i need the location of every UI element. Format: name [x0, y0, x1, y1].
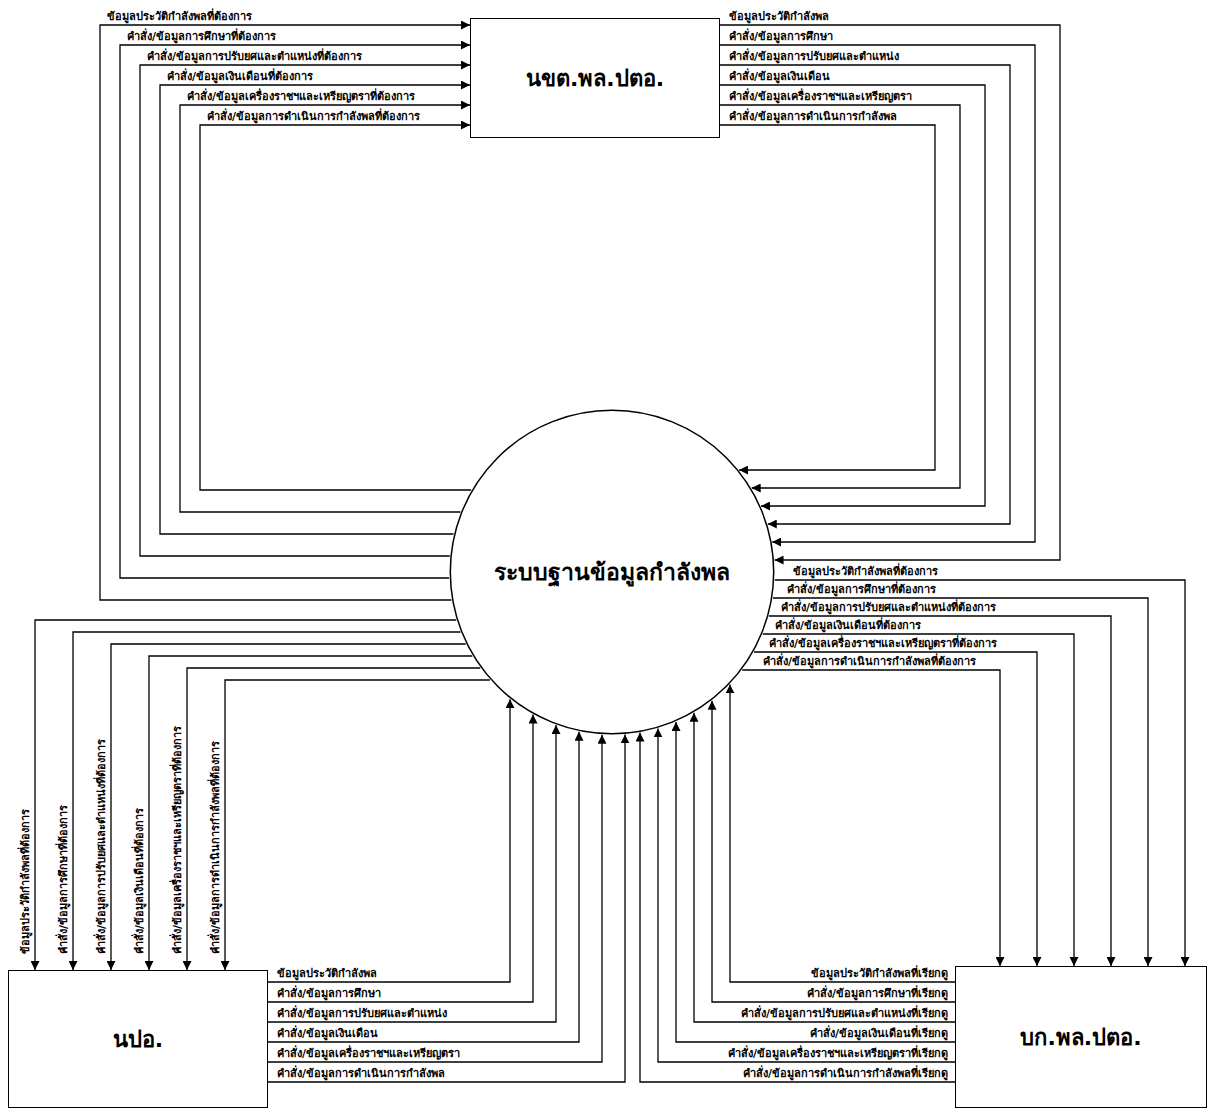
data-flow-arrow	[773, 598, 1148, 966]
flow-label: คำสั่ง/ข้อมูลการศึกษาที่ต้องการ	[786, 583, 937, 596]
flow-label: คำสั่ง/ข้อมูลการศึกษา	[276, 987, 382, 1000]
data-flow-arrow	[730, 684, 955, 982]
flow-label: คำสั่ง/ข้อมูลการศึกษาที่ต้องการ	[57, 804, 70, 955]
flow-label: ข้อมูลประวัติกำลังพล	[728, 10, 830, 23]
flow-label: คำสั่ง/ข้อมูลเงินเดือนที่ต้องการ	[133, 807, 146, 955]
data-flow-arrow	[658, 728, 955, 1062]
external-entity-box: นขต.พล.ปตอ.	[470, 18, 720, 138]
flow-label: คำสั่ง/ข้อมูลเงินเดือนที่ต้องการ	[166, 70, 314, 83]
data-flow-arrow	[720, 25, 1060, 560]
node-title: บก.พล.ปตอ.	[1020, 1020, 1141, 1055]
data-flow-arrow	[200, 125, 471, 490]
flow-label: ข้อมูลประวัติกำลังพลที่ต้องการ	[19, 808, 32, 955]
data-flow-arrow	[769, 616, 1111, 966]
flow-label: คำสั่ง/ข้อมูลการปรับยศและตำแหน่ง	[276, 1007, 448, 1020]
flow-label: คำสั่ง/ข้อมูลเครื่องราชฯและเหรียญตราที่เ…	[727, 1047, 949, 1060]
data-flow-arrow	[268, 725, 556, 1022]
data-flow-arrow	[720, 125, 935, 470]
data-flow-arrow	[763, 634, 1074, 966]
data-flow-arrow	[268, 735, 602, 1062]
flow-label: ข้อมูลประวัติกำลังพล	[276, 967, 378, 980]
flow-label: คำสั่ง/ข้อมูลการศึกษาที่ต้องการ	[126, 30, 277, 43]
flow-label: ข้อมูลประวัติกำลังพลที่ต้องการ	[792, 565, 939, 578]
flow-label: คำสั่ง/ข้อมูลเงินเดือนที่เรียกดู	[809, 1027, 949, 1040]
flow-label: คำสั่ง/ข้อมูลเงินเดือน	[276, 1027, 379, 1040]
external-entity-box: นปอ.	[8, 970, 268, 1108]
flow-label: คำสั่ง/ข้อมูลเงินเดือนที่ต้องการ	[774, 619, 922, 632]
data-flow-arrow	[720, 105, 960, 488]
node-title: นขต.พล.ปตอ.	[526, 61, 664, 96]
process-circle: ระบบฐานข้อมูลกำลังพล	[449, 409, 775, 735]
data-flow-arrow	[111, 644, 466, 970]
flow-label: คำสั่ง/ข้อมูลเครื่องราชฯและเหรียญตราที่ต…	[768, 637, 998, 650]
flow-label: คำสั่ง/ข้อมูลการดำเนินการกำลังพล	[728, 110, 898, 123]
flow-label: คำสั่ง/ข้อมูลเงินเดือน	[728, 70, 831, 83]
data-flow-arrow	[720, 65, 1010, 524]
flow-label: คำสั่ง/ข้อมูลเครื่องราชฯและเหรียญตรา	[276, 1047, 461, 1060]
flow-label: คำสั่ง/ข้อมูลการศึกษา	[728, 30, 834, 43]
flow-label: ข้อมูลประวัติกำลังพลที่ต้องการ	[106, 10, 253, 23]
flow-label: คำสั่ง/ข้อมูลการดำเนินการกำลังพล	[276, 1067, 446, 1080]
flow-label: คำสั่ง/ข้อมูลการปรับยศและตำแหน่ง	[728, 50, 900, 63]
data-flow-arrow	[225, 680, 490, 970]
data-flow-arrow	[640, 733, 955, 1082]
data-flow-arrow	[720, 85, 985, 506]
data-flow-arrow	[160, 85, 470, 534]
data-flow-arrow	[268, 699, 510, 982]
data-flow-arrow	[694, 713, 955, 1022]
flow-label: คำสั่ง/ข้อมูลเครื่องราชฯและเหรียญตรา	[728, 90, 913, 103]
external-entity-box: บก.พล.ปตอ.	[955, 966, 1207, 1108]
data-flow-arrow	[149, 656, 472, 970]
data-flow-arrow	[268, 715, 533, 1002]
flow-label: ข้อมูลประวัติกำลังพลที่เรียกดู	[810, 967, 949, 980]
circle-outline	[450, 410, 773, 733]
data-flow-arrow	[676, 722, 955, 1042]
data-flow-arrow	[100, 25, 470, 600]
data-flow-arrow	[268, 732, 579, 1042]
flow-label: คำสั่ง/ข้อมูลการปรับยศและตำแหน่งที่ต้องก…	[95, 738, 108, 955]
data-flow-arrow	[720, 45, 1035, 542]
flow-label: คำสั่ง/ข้อมูลการปรับยศและตำแหน่งที่ต้องก…	[146, 50, 363, 63]
flow-label: คำสั่ง/ข้อมูลเครื่องราชฯและเหรียญตราที่ต…	[171, 725, 184, 955]
flow-label: คำสั่ง/ข้อมูลการปรับยศและตำแหน่งที่เรียก…	[740, 1007, 949, 1020]
data-flow-arrow	[140, 65, 470, 556]
flow-label: คำสั่ง/ข้อมูลเครื่องราชฯและเหรียญตราที่ต…	[186, 90, 416, 103]
data-flow-arrow	[268, 734, 625, 1082]
data-flow-arrow	[754, 652, 1037, 966]
data-flow-arrow	[180, 105, 470, 512]
data-flow-arrow	[742, 670, 1000, 966]
node-title: ระบบฐานข้อมูลกำลังพล	[494, 554, 730, 590]
flow-label: คำสั่ง/ข้อมูลการดำเนินการกำลังพลที่ต้องก…	[762, 655, 977, 668]
flow-label: คำสั่ง/ข้อมูลการศึกษาที่เรียกดู	[806, 987, 949, 1000]
flow-label: คำสั่ง/ข้อมูลการปรับยศและตำแหน่งที่ต้องก…	[780, 601, 997, 614]
flow-label: คำสั่ง/ข้อมูลการดำเนินการกำลังพลที่ต้องก…	[209, 740, 222, 955]
data-flow-arrow	[712, 701, 955, 1002]
data-flow-arrow	[73, 632, 460, 970]
flow-label: คำสั่ง/ข้อมูลการดำเนินการกำลังพลที่เรียก…	[742, 1067, 949, 1080]
flow-label: คำสั่ง/ข้อมูลการดำเนินการกำลังพลที่ต้องก…	[206, 110, 421, 123]
data-flow-arrow	[187, 668, 480, 970]
data-flow-arrow	[35, 620, 456, 970]
node-title: นปอ.	[113, 1022, 163, 1057]
